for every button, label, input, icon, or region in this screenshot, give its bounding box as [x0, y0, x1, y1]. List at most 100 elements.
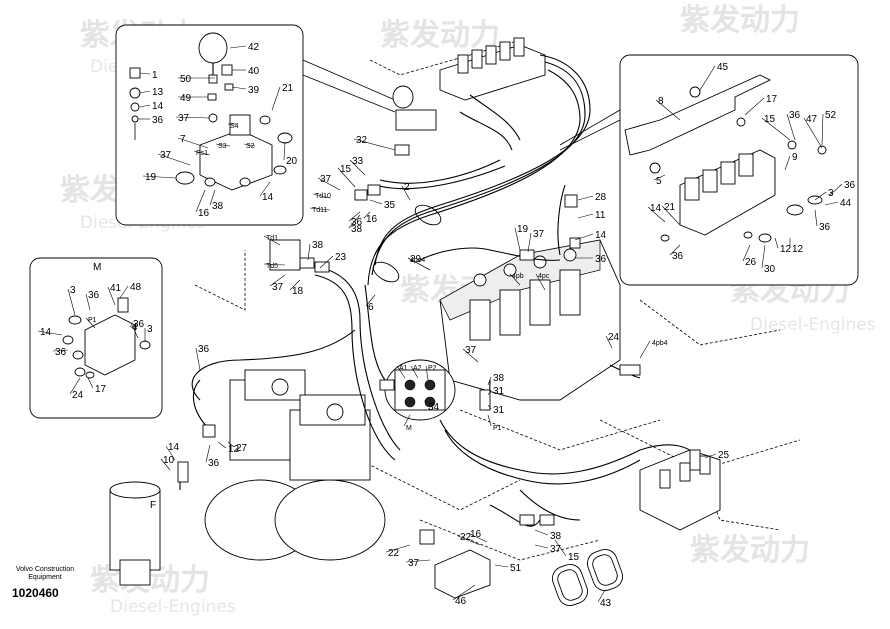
callout-label: 12: [792, 244, 804, 255]
leader-line: [452, 584, 476, 601]
leader-line: [425, 365, 429, 381]
callout-label: 14: [168, 442, 180, 453]
leader-line: [744, 97, 765, 116]
callout-label: 5: [656, 176, 662, 187]
callout-label: 3: [147, 324, 153, 335]
callout-label: 37: [320, 174, 332, 185]
detail-m-valve: [62, 297, 151, 379]
swing-motor: [204, 369, 386, 561]
leader-line: [803, 117, 823, 149]
leader-line: [410, 365, 419, 379]
callout-label: 36: [595, 254, 607, 265]
callout-label: 2: [404, 182, 410, 193]
callout-label: 16: [198, 208, 210, 219]
callout-label: 37: [550, 544, 562, 555]
leader-line: [263, 235, 281, 246]
leader-line: [142, 175, 177, 179]
leader-line: [639, 340, 651, 359]
leader-line: [317, 177, 341, 191]
callout-label: 17: [766, 94, 778, 105]
callout-label: 7: [180, 134, 186, 145]
watermark-text: 紫发动力: [690, 533, 810, 568]
leader-line: [655, 99, 681, 121]
leader-line: [467, 532, 488, 543]
bracket-43: [624, 74, 772, 156]
leader-line: [87, 377, 94, 389]
callout-label: 27: [236, 443, 248, 454]
callout-label: 38: [351, 224, 363, 235]
leader-line: [209, 189, 216, 206]
leader-line: [227, 441, 235, 448]
callout-label: 30: [764, 264, 776, 275]
leader-line: [577, 213, 594, 219]
leader-line: [175, 116, 210, 119]
swivel-joint: F: [109, 481, 161, 586]
callout-label: 16: [366, 214, 378, 225]
leader-line: [129, 325, 134, 329]
callout-label: 4pc: [538, 273, 550, 280]
leader-line: [814, 191, 827, 201]
leader-line: [814, 209, 818, 227]
leader-line: [259, 181, 271, 197]
callout-label: 34: [428, 402, 440, 413]
callout-label: 25: [718, 450, 730, 461]
leader-line: [704, 453, 717, 459]
leader-line: [535, 273, 546, 291]
leader-line: [243, 143, 256, 147]
leader-line: [271, 86, 281, 111]
callout-label: 32: [356, 135, 368, 146]
leader-line: [761, 117, 791, 141]
callout-label: 17: [95, 384, 107, 395]
callout-label: 36: [55, 347, 67, 358]
leader-line: [195, 189, 206, 213]
callout-label: 14: [595, 230, 607, 241]
callout-label: S2: [246, 143, 255, 150]
leader-line: [307, 243, 311, 261]
callout-label: 51: [510, 563, 522, 574]
solenoid-valve-bank: [392, 37, 546, 131]
leader-line: [407, 257, 431, 271]
leader-line: [509, 273, 521, 286]
callout-label: A2: [413, 365, 422, 372]
leader-line: [514, 227, 521, 251]
leader-line: [699, 65, 716, 91]
callout-label: Td5: [266, 263, 278, 270]
leader-line: [647, 206, 666, 223]
callout-label: 19: [517, 224, 529, 235]
callout-label: 36: [133, 319, 145, 330]
callout-label: 40: [248, 66, 260, 77]
brand-line-1: Volvo Construction: [15, 566, 75, 573]
callout-label: 31: [493, 405, 505, 416]
leader-line: [597, 589, 606, 603]
leader-line: [784, 155, 791, 171]
callout-label: 36: [819, 222, 831, 233]
leader-line: [574, 233, 594, 241]
leader-line: [165, 445, 176, 461]
leader-line: [396, 365, 406, 379]
accumulator-42: [198, 32, 228, 64]
lower-valve-block: [419, 529, 491, 599]
leader-line: [527, 232, 532, 253]
leader-line: [37, 330, 63, 336]
leader-line: [283, 141, 286, 161]
callout-label: Ps1: [196, 150, 208, 157]
callout-label: P1: [493, 425, 502, 432]
leader-line: [348, 211, 361, 222]
svg-text:F: F: [150, 500, 156, 511]
callout-label: 4pb4: [652, 340, 668, 347]
callout-label: 3: [70, 285, 76, 296]
leader-line: [577, 195, 594, 201]
callout-label: S4: [230, 123, 239, 130]
callout-label: 4: [132, 322, 138, 333]
valve-block-detail: [624, 74, 827, 243]
callout-label: 49: [180, 93, 192, 104]
hydraulic-hoses: [179, 54, 701, 527]
callout-label: 36: [198, 344, 210, 355]
leader-line: [337, 167, 356, 188]
callout-label: 13: [152, 87, 164, 98]
leader-line: [494, 564, 509, 568]
leader-line: [349, 159, 366, 176]
callout-label: P2: [428, 365, 437, 372]
leader-line: [263, 263, 286, 266]
